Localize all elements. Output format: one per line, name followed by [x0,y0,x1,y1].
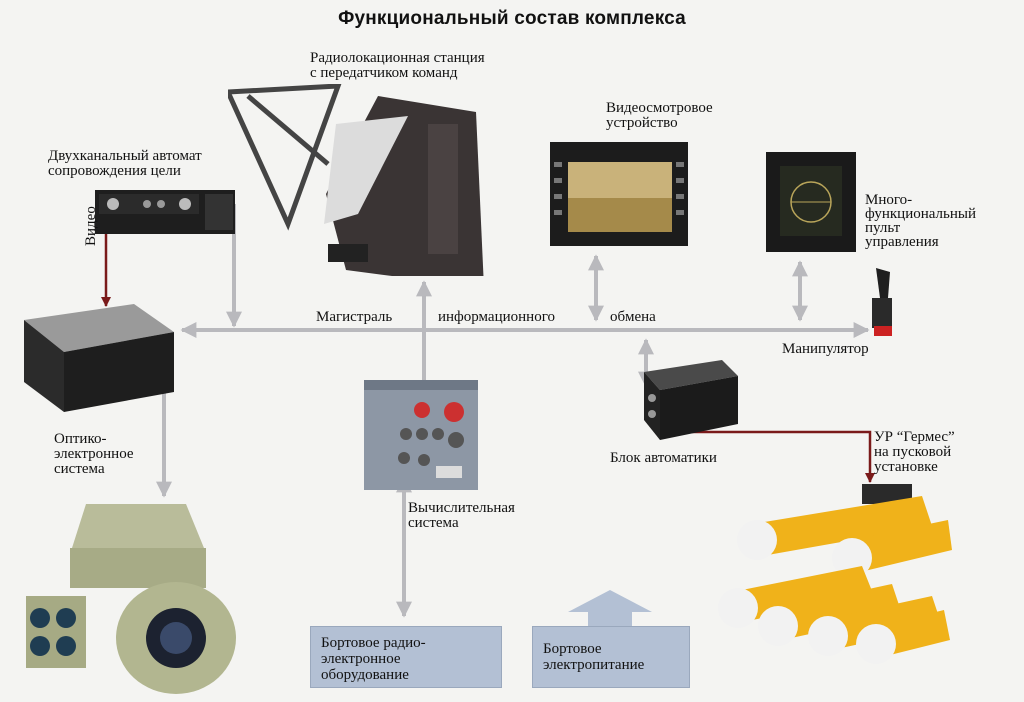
opto-processor-image [14,302,180,414]
automation-block-image [638,358,742,442]
computer-system-image [362,378,480,492]
radar-station-image [224,83,500,288]
target-tracker-image [95,186,241,238]
onboard-radio-line-2: электронное [321,651,401,667]
joystick-label: Манипулятор [782,341,869,357]
bus-label-1: Магистраль [316,310,399,327]
bus-label-3: обмена [604,310,662,327]
power-line-1: Бортовое [543,641,602,657]
video-display-image [550,138,692,250]
control-panel-image [766,152,858,254]
power-arrow [568,590,652,628]
onboard-radio-line-3: оборудование [321,667,409,683]
automation-label: Блок автоматики [610,450,717,466]
power-line-2: электропитание [543,657,645,673]
joystick-image [864,268,898,338]
bus-label-2: информационного [432,310,561,327]
onboard-radio-box: Бортовое радио- электронное оборудование [310,626,502,688]
diagram-title: Функциональный состав комплекса [338,8,686,29]
power-supply-box: Бортовое электропитание [532,626,690,688]
onboard-radio-line-1: Бортовое радио- [321,635,426,651]
video-signal-label: Видео [83,206,99,246]
opto-turret-image [26,498,240,694]
missile-launcher-image [712,480,952,676]
